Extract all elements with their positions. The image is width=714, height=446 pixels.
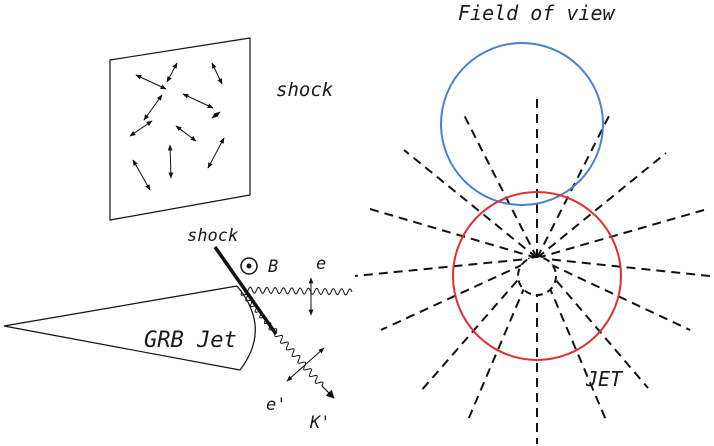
field-arrow [129, 120, 153, 137]
radial-line [380, 257, 538, 331]
photon-wave-shock [240, 291, 272, 327]
k-prime-arrow [321, 385, 335, 399]
shock-front-line [213, 245, 278, 336]
shock-panel [109, 37, 251, 221]
radial-line [403, 149, 538, 259]
radial-line [536, 257, 649, 389]
b-field-label: B [268, 257, 278, 277]
field-arrow [207, 137, 225, 169]
e-label: e [316, 254, 326, 274]
shock-panel-label: shock [276, 79, 334, 101]
field-arrow [132, 159, 151, 191]
jet-label: JET [585, 367, 624, 391]
grb-jet-label: GRB Jet [144, 328, 237, 353]
center-dashed-circle [517, 256, 557, 296]
field-arrow [175, 125, 197, 142]
radial-line [536, 257, 711, 277]
field-arrow [211, 111, 221, 119]
radial-line [463, 114, 538, 259]
field-of-view-label: Field of view [458, 1, 615, 25]
radial-line [354, 257, 538, 277]
field-arrow [143, 94, 163, 121]
radial-line [536, 152, 667, 259]
photon-wave-right [243, 286, 353, 296]
field-arrow [167, 144, 174, 179]
k-prime-label: K' [309, 413, 330, 433]
field-of-view-circle [440, 42, 604, 206]
center-mask [518, 257, 556, 295]
jet-cone-front [236, 285, 256, 371]
random-field-arrows [129, 62, 225, 191]
shock-front-label: shock [187, 226, 238, 246]
shock-panel-frame [109, 37, 251, 221]
field-arrow [166, 62, 178, 83]
field-arrow [182, 93, 214, 109]
grb-jet-cone [3, 285, 256, 371]
jet-cone-outline [3, 285, 241, 371]
e-prime-oscillation-arrow [286, 347, 325, 382]
radial-line [369, 208, 538, 259]
radial-line [536, 257, 691, 331]
e-prime-label: e' [266, 395, 286, 415]
radial-line [536, 209, 705, 259]
field-arrow [211, 62, 223, 85]
jet-circle [452, 191, 622, 361]
circled-dot-icon [240, 257, 258, 275]
field-arrow [135, 74, 167, 90]
